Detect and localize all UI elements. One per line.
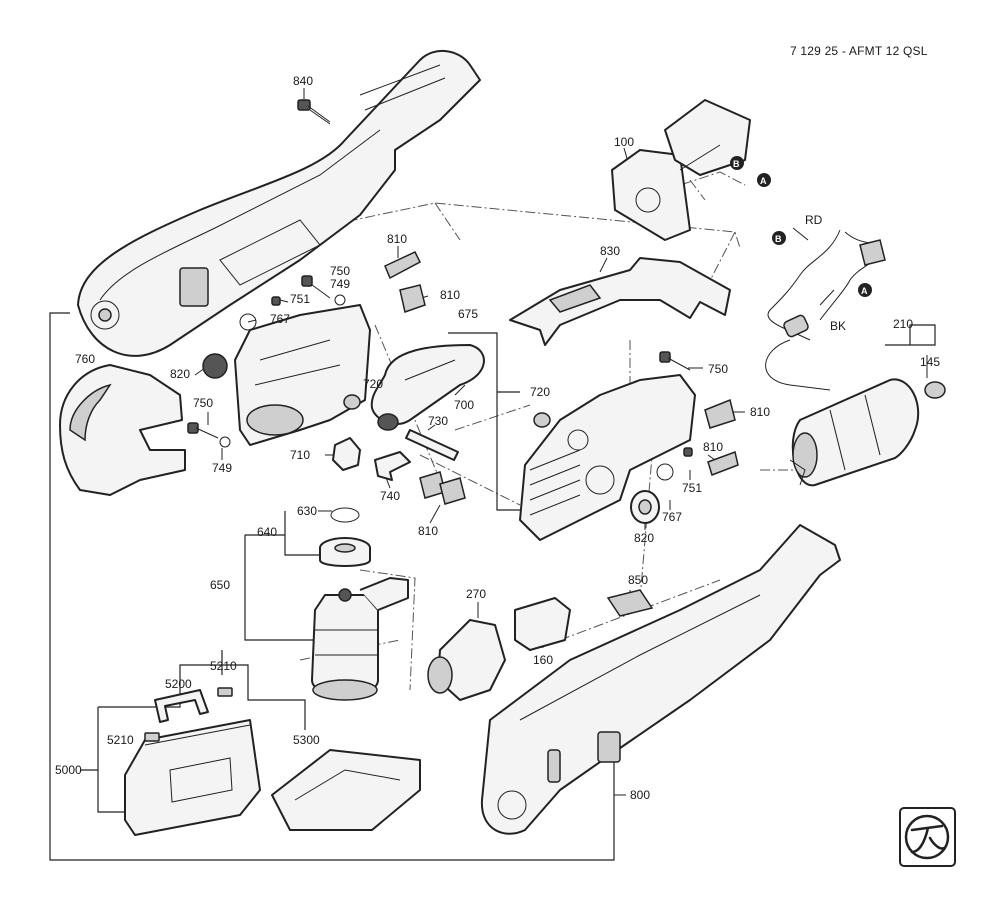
callout-710: 710 (290, 448, 310, 462)
callout-5200: 5200 (165, 677, 192, 691)
screw-750-left (187, 422, 219, 439)
callout-labels: 840 100 B A 810 830 RD B 750 749 751 810… (55, 74, 940, 802)
damper-820-right (630, 490, 660, 524)
bearing-145 (924, 381, 946, 399)
bearing-640 (319, 537, 371, 567)
rubber-pad-810-right (704, 398, 739, 476)
pin-730 (405, 429, 459, 461)
callout-210: 210 (893, 317, 913, 331)
spindle-assembly-650 (311, 577, 409, 701)
clip-740 (374, 451, 411, 481)
cover-plate-830 (509, 257, 731, 346)
callout-850: 850 (628, 573, 648, 587)
callout-820-right: 820 (634, 531, 654, 545)
callout-810-right-lower: 810 (703, 440, 723, 454)
screw-750-right (659, 351, 691, 371)
callout-750-upper: 750 (330, 264, 350, 278)
callout-160: 160 (533, 653, 553, 667)
callout-751-lower: 751 (682, 481, 702, 495)
callout-830: 830 (600, 244, 620, 258)
callout-5210-upper: 5210 (210, 659, 237, 673)
callout-b-lower: B (775, 234, 782, 244)
latch-5210 (144, 687, 233, 742)
callout-810-lower: 810 (418, 524, 438, 538)
callout-751-upper: 751 (290, 292, 310, 306)
wiring-harness (765, 229, 886, 391)
screw-751 (271, 296, 693, 457)
callout-767-upper: 767 (270, 312, 290, 326)
motor-210 (789, 378, 920, 487)
callout-760: 760 (75, 352, 95, 366)
callout-100: 100 (614, 135, 634, 149)
case-insert-5300 (271, 749, 421, 831)
gear-housing-675-right (519, 374, 696, 541)
eccentric-lever-700 (370, 344, 485, 431)
nose-cover-760 (59, 364, 186, 496)
callout-bk: BK (830, 319, 846, 333)
callout-5300: 5300 (293, 733, 320, 747)
callout-rd: RD (805, 213, 823, 227)
callout-700: 700 (454, 398, 474, 412)
damper-820-left (202, 353, 228, 379)
callout-820-left: 820 (170, 367, 190, 381)
coupling-160 (514, 597, 571, 651)
callout-810-mid: 810 (440, 288, 460, 302)
callout-675: 675 (458, 307, 478, 321)
callout-720-right: 720 (530, 385, 550, 399)
housing-half-top (77, 49, 481, 357)
callout-5000: 5000 (55, 763, 82, 777)
group-brackets (49, 312, 936, 861)
rubber-pad-810-mid (399, 284, 426, 313)
callout-750-right: 750 (708, 362, 728, 376)
document-title: 7 129 25 - AFMT 12 QSL (790, 44, 928, 58)
gear-housing-675-left (234, 304, 371, 446)
callout-750-left: 750 (193, 396, 213, 410)
storage-case-5000 (124, 719, 261, 836)
bushing-720-left (343, 394, 361, 410)
electronics-module-100 (611, 99, 751, 241)
callout-5210-lower: 5210 (107, 733, 134, 747)
callout-840: 840 (293, 74, 313, 88)
callout-730: 730 (428, 414, 448, 428)
callout-b-upper: B (733, 159, 740, 169)
callout-749-lower: 749 (212, 461, 232, 475)
pad-850 (606, 589, 654, 617)
screw-840 (297, 99, 331, 125)
callout-a-lower: A (861, 286, 868, 296)
callout-767-lower: 767 (662, 510, 682, 524)
retaining-ring-630 (330, 507, 360, 523)
screw-750-upper (301, 275, 331, 299)
callout-a-upper: A (760, 176, 767, 186)
callout-270: 270 (466, 587, 486, 601)
callout-810-top: 810 (387, 232, 407, 246)
callout-740: 740 (380, 489, 400, 503)
bushing-720-right (533, 412, 551, 428)
callout-630: 630 (297, 504, 317, 518)
washer-767-right (656, 463, 674, 481)
gearbox-270 (427, 619, 506, 701)
rubber-pad-810-top (384, 251, 421, 280)
callout-145: 145 (920, 355, 940, 369)
rubber-pad-810-lower (419, 471, 466, 505)
handle-5200 (154, 689, 209, 723)
main-housing-800 (480, 524, 841, 835)
washer-767-left (239, 313, 257, 331)
washer-749 (219, 294, 346, 448)
block-710 (332, 437, 361, 471)
callout-800: 800 (630, 788, 650, 802)
callout-810-right: 810 (750, 405, 770, 419)
fein-logo (899, 807, 956, 867)
callout-720-left: 720 (363, 377, 383, 391)
callout-640: 640 (257, 525, 277, 539)
callout-749-upper: 749 (330, 277, 350, 291)
callout-650: 650 (210, 578, 230, 592)
